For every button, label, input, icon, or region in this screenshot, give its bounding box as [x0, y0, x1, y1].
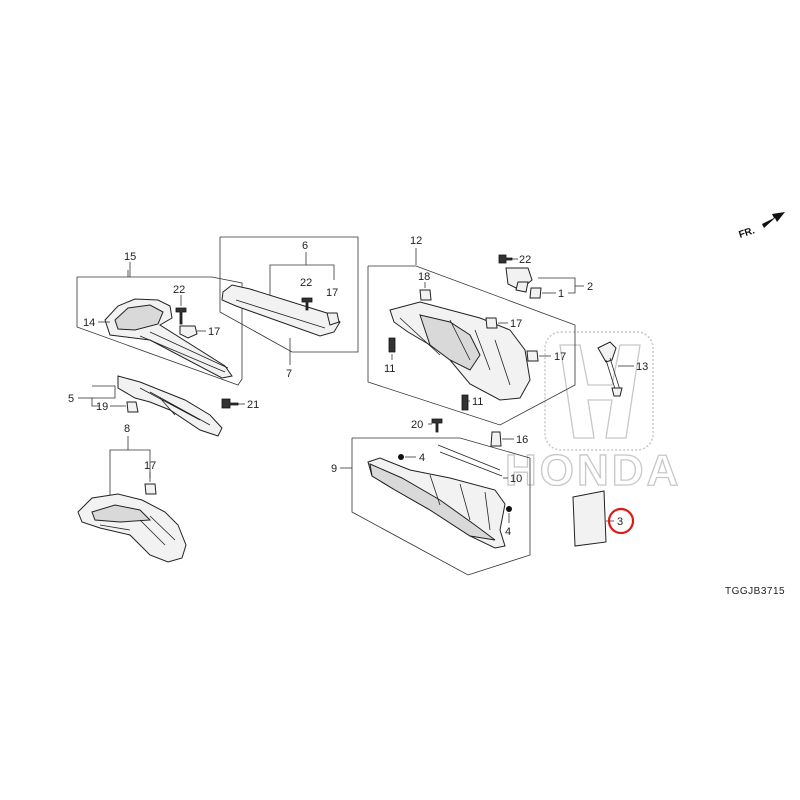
part-1-latch-cap [529, 287, 542, 299]
callout-16: 16 [516, 434, 528, 446]
part-22-screw [175, 307, 187, 325]
part-18-clip [419, 289, 432, 301]
callout-21: 21 [247, 399, 259, 411]
callout-17-bolster: 17 [144, 460, 156, 472]
group-2-latch: 22 1 2 [498, 254, 593, 300]
part-5-lower-panel [117, 375, 223, 437]
callout-2: 2 [587, 281, 593, 293]
part-14-vent-grille [114, 304, 164, 331]
part-17-clip-left [179, 325, 198, 339]
callout-18: 18 [418, 271, 430, 283]
part-4-bumper-b [506, 506, 512, 512]
group-8-knee-bolster: 8 17 [77, 423, 187, 563]
part-11-screw-b [461, 394, 469, 411]
front-direction-indicator: FR. [738, 212, 785, 241]
callout-4-a: 4 [419, 452, 425, 464]
callout-17-frame-a: 17 [510, 318, 522, 330]
part-7-garnish-strip [221, 284, 341, 337]
part-17-clip-center [326, 312, 340, 326]
callout-11-b: 11 [472, 396, 483, 408]
callout-9: 9 [331, 463, 337, 475]
callout-10: 10 [510, 473, 522, 485]
callout-13: 13 [636, 361, 648, 373]
part-13-damper-group: 13 [597, 341, 648, 397]
callout-15: 15 [124, 251, 136, 263]
front-label: FR. [738, 225, 757, 241]
group-15-panel: 15 14 22 17 [76, 251, 243, 386]
callout-7: 7 [286, 368, 292, 380]
callout-8: 8 [124, 423, 130, 435]
part-3-manual [572, 490, 607, 547]
callout-17-center: 17 [326, 287, 338, 299]
part-13-damper-top [597, 341, 617, 363]
part-14-vent-panel [104, 298, 233, 379]
part-22-screw-center [301, 297, 313, 311]
hardware-group: 11 20 16 [411, 394, 528, 447]
part-17-clip-bolster [144, 483, 157, 495]
part-3-group: 3 [572, 490, 635, 547]
part-21-screw [221, 398, 239, 409]
callout-22-left: 22 [173, 284, 185, 296]
callout-4-b: 4 [505, 526, 511, 538]
front-arrow-icon [762, 212, 785, 228]
part-17-clip-frame-b [526, 350, 539, 362]
callout-12: 12 [410, 235, 422, 247]
highlight-callout-3 [607, 507, 635, 535]
callout-22-right: 22 [519, 254, 531, 266]
part-22-screw-right [498, 254, 513, 264]
part-4-bumper-a [398, 454, 404, 460]
callout-22-center: 22 [300, 277, 312, 289]
callout-14: 14 [83, 317, 95, 329]
callout-1: 1 [558, 288, 564, 300]
group-12-glovebox-frame: 12 18 17 17 11 [367, 235, 576, 426]
group-7-trim-strip: 6 22 17 7 [219, 236, 359, 380]
part-11-screw-a [388, 337, 396, 353]
group-5-lower-panel: 5 19 21 [68, 375, 259, 437]
part-17-clip-frame-a [485, 317, 498, 329]
part-8-knee-bolster [77, 493, 187, 563]
callout-17-left: 17 [208, 326, 220, 338]
callout-19: 19 [96, 401, 108, 413]
callout-6: 6 [302, 240, 308, 252]
watermark-text: HONDA [505, 446, 681, 495]
callout-17-frame-b: 17 [554, 351, 566, 363]
honda-watermark: HONDA [504, 331, 681, 496]
callout-5: 5 [68, 393, 74, 405]
part-19-clip [126, 401, 139, 413]
group-9-glovebox: 9 10 4 4 [331, 437, 531, 576]
callout-3: 3 [617, 516, 623, 528]
callout-11-a: 11 [384, 363, 395, 375]
callout-20: 20 [411, 419, 423, 431]
part-20-screw [431, 418, 443, 433]
part-16-bolt [490, 431, 502, 447]
diagram-code: TGGJB3715 [725, 586, 785, 597]
